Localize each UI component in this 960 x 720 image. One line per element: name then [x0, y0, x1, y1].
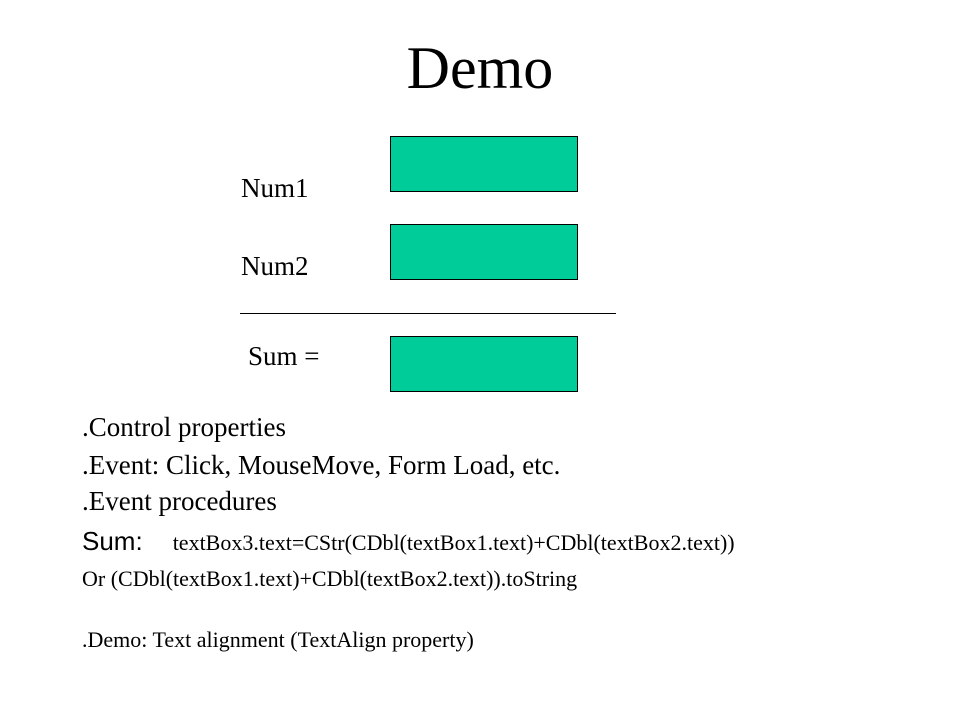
- note-tostring-alt: Or (CDbl(textBox1.text)+CDbl(textBox2.te…: [82, 566, 578, 591]
- sum-textbox[interactable]: [390, 336, 578, 392]
- note-sum-code: Sum: textBox3.text=CStr(CDbl(textBox1.tex…: [82, 524, 735, 560]
- sum-label: Sum =: [248, 341, 320, 371]
- note-event-procedures: .Event procedures: [82, 486, 277, 516]
- note-control-properties: .Control properties: [82, 412, 286, 442]
- sum-code: textBox3.text=CStr(CDbl(textBox1.text)+C…: [172, 530, 735, 555]
- sum-code-label: Sum:: [82, 526, 143, 556]
- num1-textbox[interactable]: [390, 136, 578, 192]
- num2-textbox[interactable]: [390, 224, 578, 280]
- note-events: .Event: Click, MouseMove, Form Load, etc…: [82, 450, 561, 480]
- sum-divider-line: [240, 313, 616, 314]
- slide-title: Demo: [406, 35, 554, 101]
- num2-label: Num2: [241, 251, 309, 281]
- num1-label: Num1: [241, 173, 309, 203]
- note-text-alignment: .Demo: Text alignment (TextAlign propert…: [82, 627, 474, 652]
